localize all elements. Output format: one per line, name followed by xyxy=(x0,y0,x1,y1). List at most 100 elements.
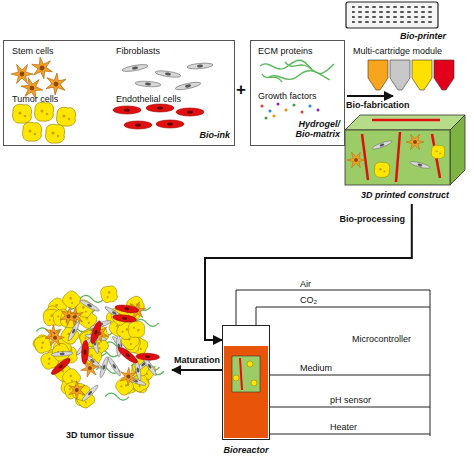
illustration-part xyxy=(270,375,430,376)
illustration-part xyxy=(293,104,296,107)
node-text: Growth factors xyxy=(258,91,317,101)
illustration-part xyxy=(265,117,268,120)
bio-fabrication-arrow xyxy=(347,95,393,97)
tumor-tissue-cells xyxy=(31,285,164,411)
illustration-part xyxy=(450,115,465,185)
text-label: Microcontroller xyxy=(352,334,411,344)
tissue-cell xyxy=(79,298,101,312)
illustration-part xyxy=(409,160,430,169)
tissue-cell xyxy=(45,329,64,346)
node-text: ECM proteins xyxy=(258,46,313,56)
printed-construct xyxy=(345,115,465,185)
printed-construct-node: 3D printed construct xyxy=(343,112,468,204)
hydrogel-box: ECM proteinsGrowth factorsHydrogel/ Bio-… xyxy=(250,40,345,146)
illustration-part xyxy=(232,356,260,392)
stem-cell-group xyxy=(11,55,70,99)
node-text: Bio-ink xyxy=(200,130,231,140)
illustration-part xyxy=(233,375,239,381)
tissue-cell xyxy=(112,314,136,324)
illustration-part xyxy=(430,290,431,436)
text-label: pH sensor xyxy=(330,395,371,405)
node-text: 3D printed construct xyxy=(361,190,449,200)
flow-arrow xyxy=(172,369,222,371)
illustration-part xyxy=(135,80,161,87)
tissue-cell xyxy=(120,367,137,386)
node-text: Endothelial cells xyxy=(116,94,181,104)
node-text: Tumor cells xyxy=(12,94,58,104)
tissue-cell xyxy=(89,320,103,345)
tissue-cell xyxy=(51,351,73,357)
text-label: Bio-fabrication xyxy=(346,100,410,110)
illustration-part xyxy=(34,102,53,121)
illustration-part xyxy=(156,120,184,128)
illustration-part xyxy=(28,55,55,80)
text-label: Bio-printer xyxy=(400,31,446,41)
tissue-cell xyxy=(99,285,118,304)
illustration-part xyxy=(362,134,368,180)
tissue-cell xyxy=(49,356,72,377)
illustration-part xyxy=(269,110,272,113)
tissue-cell xyxy=(78,356,103,381)
control-wires xyxy=(236,290,430,436)
illustration-part xyxy=(176,108,204,116)
bio-ink-box: Stem cellsFibroblastsTumor cellsEndothel… xyxy=(3,40,235,146)
illustration-part xyxy=(434,60,454,90)
fibroblast-group xyxy=(122,62,213,91)
illustration-part xyxy=(268,71,330,80)
endothelial-cell-group xyxy=(113,104,204,129)
illustration-part xyxy=(352,6,432,24)
text-label: Multi-cartridge module xyxy=(353,46,442,56)
tissue-cell xyxy=(98,356,109,378)
illustration-part xyxy=(374,162,389,177)
edge-label: Bio-processing xyxy=(338,214,406,224)
tissue-cell xyxy=(57,305,80,327)
illustration-part xyxy=(345,130,450,185)
illustration-part xyxy=(122,63,149,73)
text-label: Air xyxy=(300,279,311,289)
illustration-part xyxy=(247,361,253,367)
illustration-part xyxy=(270,407,430,408)
node-text: Bioreactor xyxy=(223,445,268,455)
illustration-part xyxy=(273,115,276,118)
illustration-part xyxy=(347,152,365,167)
illustration-part xyxy=(261,105,264,108)
node-text: 3D tumor tissue xyxy=(66,430,134,440)
illustration-part xyxy=(317,109,320,112)
illustration-part xyxy=(251,380,257,386)
illustration-part xyxy=(372,119,440,122)
cartridge-module xyxy=(368,60,454,90)
illustration-part xyxy=(113,106,141,114)
bioreactor-medium xyxy=(224,346,268,438)
tumor-tissue-node: 3D tumor tissue xyxy=(28,276,172,444)
growth-factor-dots xyxy=(261,103,320,120)
illustration-part xyxy=(42,70,71,98)
illustration-part xyxy=(431,145,444,158)
illustration-part xyxy=(285,109,288,112)
illustration-part xyxy=(406,134,424,149)
tissue-cell xyxy=(136,353,160,361)
tissue-cell xyxy=(128,321,145,338)
tumor-cell-group xyxy=(12,102,75,143)
ecm-fibers xyxy=(260,60,334,82)
illustration-part xyxy=(256,307,430,325)
text-label: CO₂ xyxy=(300,295,317,305)
tissue-cell xyxy=(115,304,140,314)
illustration-part xyxy=(368,60,388,90)
illustration-part xyxy=(301,111,304,114)
illustration-part xyxy=(277,103,280,106)
illustration-part xyxy=(270,434,430,435)
illustration-part xyxy=(390,60,410,90)
bioreactor-vessel: Bioreactor xyxy=(222,325,270,440)
illustration-part xyxy=(12,104,31,123)
illustration-part xyxy=(345,115,465,130)
tissue-cell xyxy=(69,381,85,400)
illustration-part xyxy=(224,346,268,438)
illustration-part xyxy=(362,120,440,182)
illustration-part xyxy=(396,132,400,182)
tissue-cell xyxy=(116,345,139,365)
illustration-part xyxy=(155,70,181,79)
text-label: Heater xyxy=(330,422,357,432)
